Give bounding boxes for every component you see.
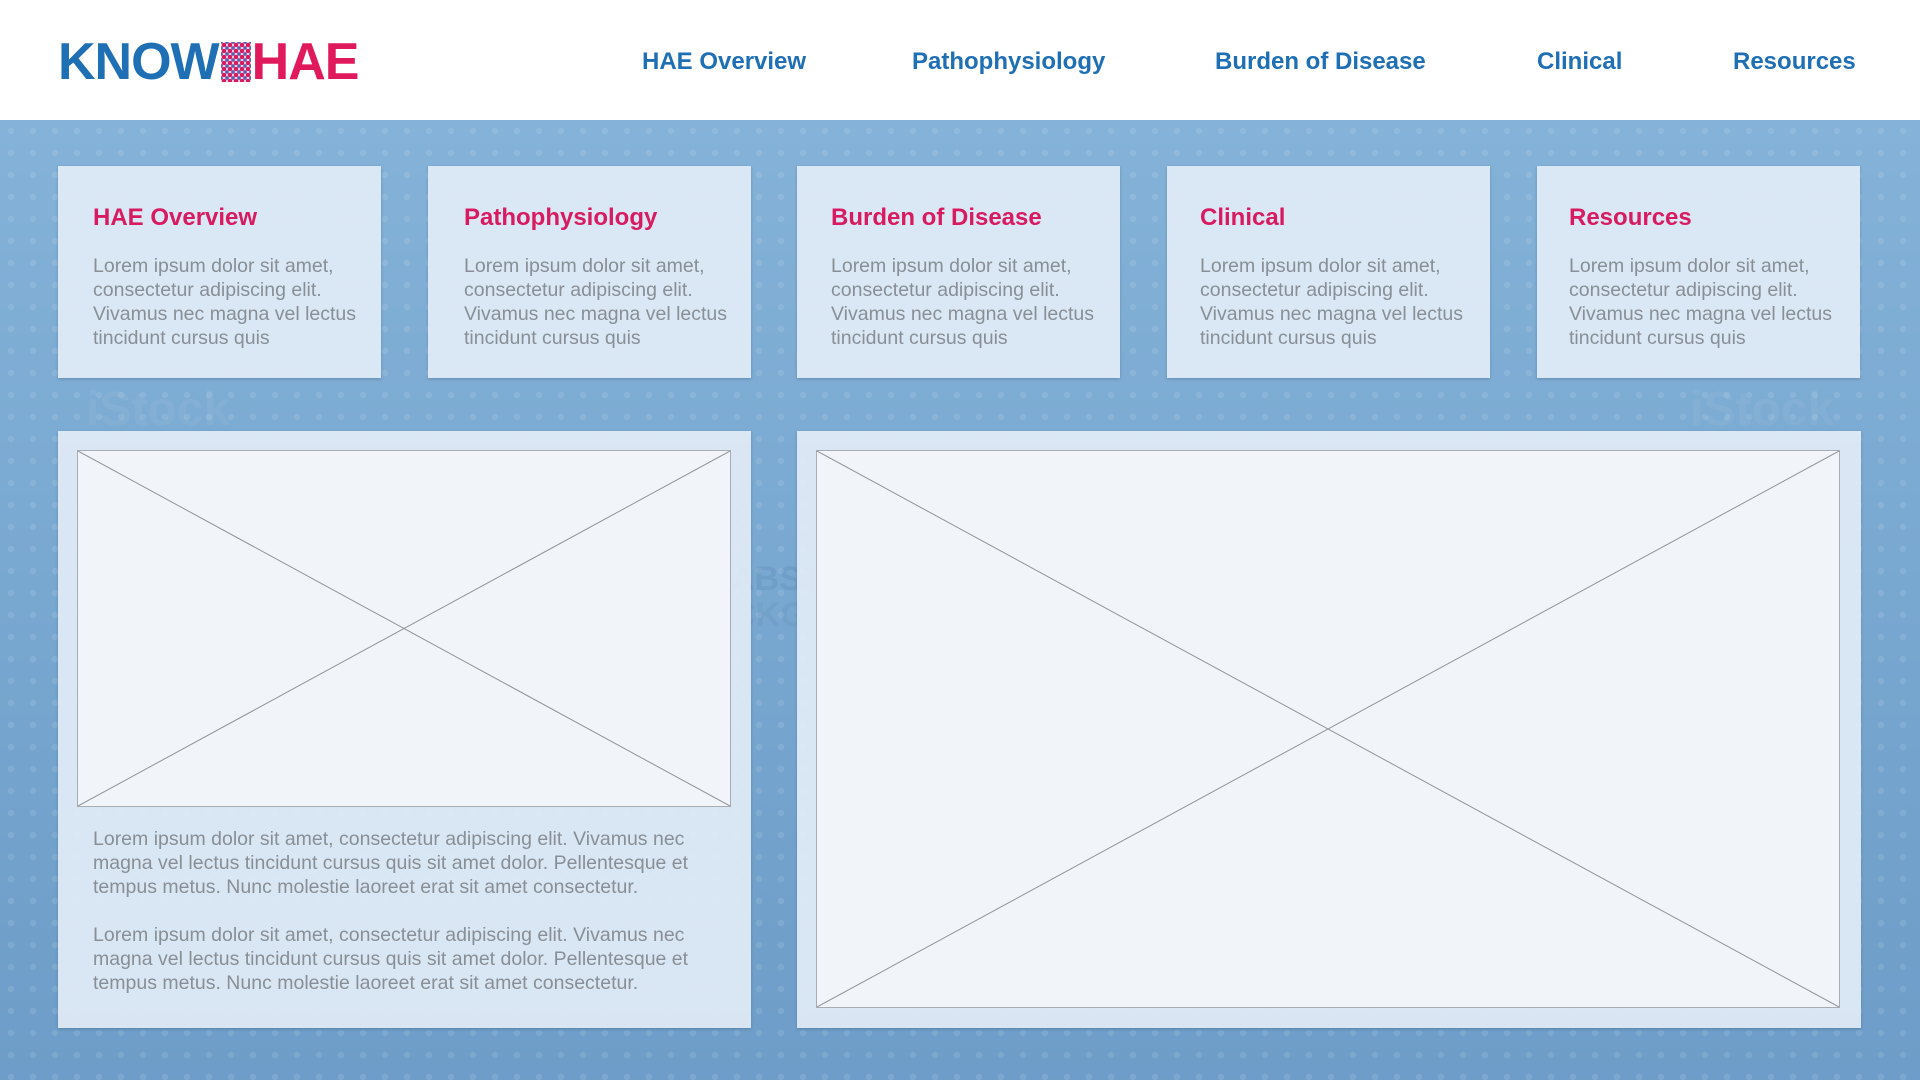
image-placeholder-icon [77, 450, 731, 807]
main-nav: HAE Overview Pathophysiology Burden of D… [0, 48, 1920, 78]
site-logo[interactable]: KNOW HAE [58, 33, 360, 91]
panel-paragraph: Lorem ipsum dolor sit amet, consectetur … [93, 924, 689, 994]
pixel-dots-icon [220, 42, 251, 82]
card-text: Lorem ipsum dolor sit amet, consectetur … [1200, 255, 1464, 349]
card-title: Burden of Disease [831, 204, 1042, 231]
card-hae-overview[interactable]: HAE Overview Lorem ipsum dolor sit amet,… [58, 166, 381, 378]
card-pathophysiology[interactable]: Pathophysiology Lorem ipsum dolor sit am… [428, 166, 751, 378]
card-clinical[interactable]: Clinical Lorem ipsum dolor sit amet, con… [1167, 166, 1490, 378]
card-text: Lorem ipsum dolor sit amet, consectetur … [1569, 255, 1833, 349]
card-text: Lorem ipsum dolor sit amet, consectetur … [464, 255, 728, 349]
card-title: Resources [1569, 204, 1692, 231]
panel-paragraph: Lorem ipsum dolor sit amet, consectetur … [93, 828, 689, 898]
card-title: HAE Overview [93, 204, 258, 231]
content-panel-right [797, 431, 1861, 1028]
card-burden-of-disease[interactable]: Burden of Disease Lorem ipsum dolor sit … [797, 166, 1120, 378]
card-title: Pathophysiology [464, 204, 658, 231]
card-text: Lorem ipsum dolor sit amet, consectetur … [93, 255, 357, 349]
background-watermark-brand: iStock [1690, 383, 1835, 436]
content-panel-left: Lorem ipsum dolor sit amet, consectetur … [58, 431, 751, 1028]
site-header: KNOW HAE HAE Overview Pathophysiology Bu… [0, 0, 1920, 120]
main-content: ABSTRACT BACKGROUND iStock iStock HAE Ov… [0, 120, 1920, 1080]
nav-item-resources[interactable]: Resources [1733, 48, 1856, 75]
nav-item-clinical[interactable]: Clinical [1537, 48, 1623, 75]
card-title: Clinical [1200, 204, 1286, 231]
nav-item-hae-overview[interactable]: HAE Overview [642, 48, 807, 75]
nav-item-pathophysiology[interactable]: Pathophysiology [912, 48, 1106, 75]
card-text: Lorem ipsum dolor sit amet, consectetur … [831, 255, 1095, 349]
logo-hae-text: HAE [251, 33, 360, 91]
background-watermark-brand: iStock [86, 383, 231, 436]
image-placeholder-icon [816, 450, 1840, 1008]
nav-item-burden-of-disease[interactable]: Burden of Disease [1215, 48, 1426, 75]
logo-know-text: KNOW [58, 33, 220, 91]
card-resources[interactable]: Resources Lorem ipsum dolor sit amet, co… [1537, 166, 1860, 378]
